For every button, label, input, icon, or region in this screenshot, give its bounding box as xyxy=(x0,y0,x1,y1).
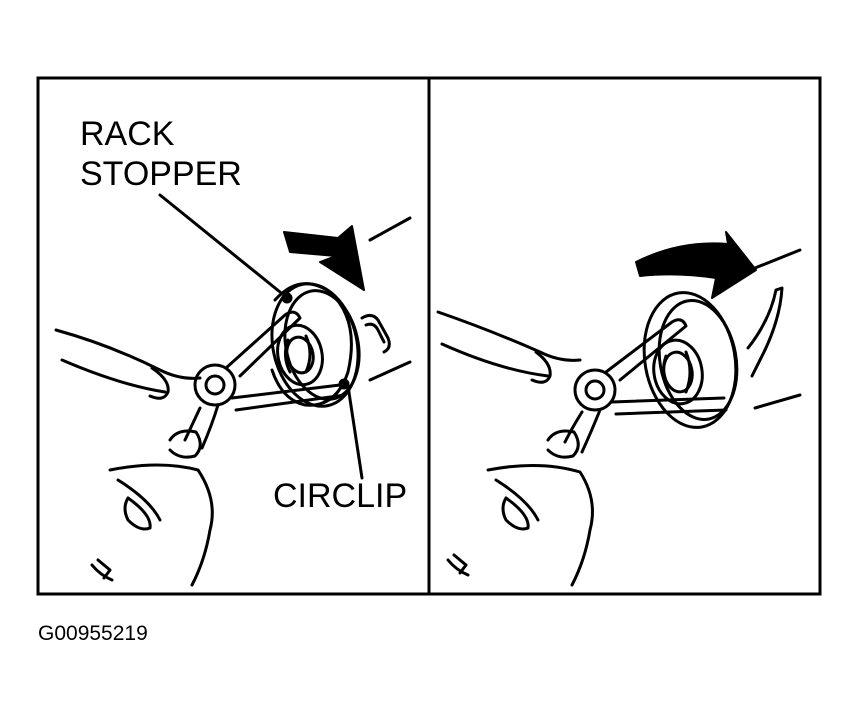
hand-left xyxy=(90,463,214,587)
snap-ring-pliers-left xyxy=(54,310,347,459)
rotation-arrow-left xyxy=(283,225,365,291)
right-panel xyxy=(436,231,802,587)
label-stopper: STOPPER xyxy=(80,155,242,193)
rotation-arrow-right xyxy=(635,231,757,299)
circlip-leader xyxy=(346,384,364,480)
circlip-left xyxy=(360,313,391,354)
figure-caption: G00955219 xyxy=(38,622,148,645)
snap-ring-pliers-right xyxy=(436,310,728,459)
label-circlip: CIRCLIP xyxy=(273,477,407,515)
hand-right xyxy=(446,464,594,587)
circlip-removed xyxy=(746,286,784,378)
left-panel xyxy=(54,193,412,587)
rack-stopper-leader xyxy=(158,193,282,294)
label-rack: RACK xyxy=(80,115,175,153)
gear-housing-right xyxy=(642,248,802,429)
